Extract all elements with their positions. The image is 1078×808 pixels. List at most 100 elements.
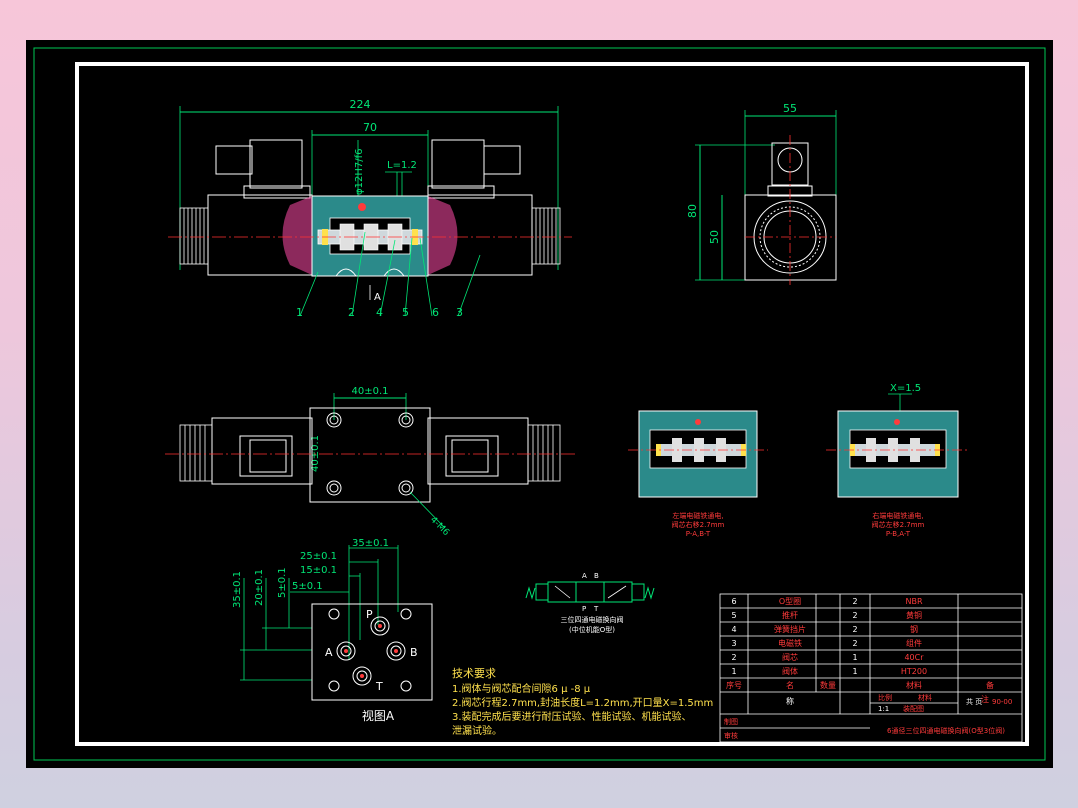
front-section-view: 224 70 φ12H7/f6 L=1.2 (168, 98, 572, 319)
symbol-port-t: T (593, 605, 599, 613)
bom-cell-no: 1 (731, 667, 736, 676)
tech-line-4: 泄漏试验。 (452, 724, 502, 737)
tb-code: 90-00 (992, 698, 1012, 706)
bom-cell-qty: 1 (852, 653, 857, 662)
symbol-port-p: P (582, 605, 586, 613)
dim-bolt-x: 40±0.1 (351, 386, 388, 397)
bill-of-materials (719, 593, 1023, 743)
outer-border (33, 47, 1046, 761)
technical-requirements: 技术要求 1.阀体与阀芯配合间隙6 μ -8 μ 2.阀芯行程2.7mm,封油长… (452, 667, 713, 737)
bom-cell-name: 弹簧挡片 (774, 624, 806, 634)
va-vdim-20: 20±0.1 (254, 569, 265, 606)
symbol-port-a: A (582, 572, 587, 580)
left-note-1: 左端电磁铁通电, (672, 511, 723, 520)
tb-drawn-by: 制图 (724, 717, 738, 726)
va-dim-5: 5±0.1 (292, 581, 323, 592)
section-label-a: A (374, 292, 381, 303)
bom-header: 序号 名 称 数量 材料 备 注 (726, 680, 994, 706)
drawing-canvas (26, 40, 1053, 768)
tech-heading: 技术要求 (452, 667, 496, 680)
va-vdim-35: 35±0.1 (232, 571, 243, 608)
bom-cell-name: 阀体 (782, 666, 798, 676)
right-note-2: 阀芯左移2.7mm (872, 520, 925, 529)
left-note-2: 阀芯右移2.7mm (672, 520, 725, 529)
balloon-2: 2 (348, 306, 355, 319)
symbol-label-1: 三位四通电磁换向阀 (561, 615, 624, 624)
left-note-3: P-A,B-T (686, 530, 711, 538)
port-p: P (366, 608, 373, 621)
port-a: A (325, 646, 333, 659)
bom-cell-no: 4 (731, 625, 736, 634)
balloon-1: 1 (296, 306, 303, 319)
tb-title: 6通径三位四通电磁换向阀(O型3位阀) (887, 726, 1005, 735)
bom-rows: 6 O型圈 2 NBR 5 推杆 2 黄铜 4 弹簧挡片 2 钢 3 电磁铁 2 组件 2 阀芯 1 40Cr 1 阀体 1… (731, 597, 927, 676)
tech-line-1: 1.阀体与阀芯配合间隙6 μ -8 μ (452, 682, 591, 695)
dim-bolt-y: 40±0.1 (310, 435, 321, 472)
view-a-caption: 视图A (362, 708, 395, 723)
dim-opening: X=1.5 (890, 383, 921, 394)
balloon-4: 4 (376, 306, 383, 319)
bom-cell-qty: 2 (852, 625, 857, 634)
dim-side-center: 50 (708, 230, 721, 244)
bom-cell-qty: 2 (852, 639, 857, 648)
symbol-label-2: (中位机能O型) (569, 625, 615, 634)
right-note-1: 右端电磁铁通电, (872, 511, 923, 520)
bom-cell-material: 黄铜 (906, 610, 922, 620)
tb-checked-by: 审核 (724, 731, 738, 740)
view-a: 35±0.1 25±0.1 15±0.1 5±0.1 35±0.1 20±0.1… (232, 538, 433, 723)
bom-cell-no: 5 (731, 611, 736, 620)
bom-h-name: 名 (786, 680, 794, 690)
tb-scale: 1:1 (878, 705, 889, 713)
dim-side-width: 55 (783, 102, 797, 115)
bom-cell-name: 推杆 (782, 610, 798, 620)
va-vdim-5: 5±0.1 (277, 567, 288, 598)
bom-h-material: 材料 (906, 680, 922, 690)
bom-cell-name: 电磁铁 (778, 638, 802, 648)
drawing-frame (75, 62, 1029, 746)
bom-cell-no: 6 (731, 597, 736, 606)
hydraulic-symbol: A B P T 三位四通电磁换向阀 (中位机能O型) (525, 572, 655, 634)
port-b: B (410, 646, 418, 659)
dim-body-length: 70 (363, 121, 377, 134)
bom-cell-qty: 2 (852, 597, 857, 606)
va-dim-25: 25±0.1 (300, 551, 337, 562)
bom-cell-material: HT200 (901, 667, 927, 676)
dim-side-height: 80 (686, 204, 699, 218)
bom-cell-name: O型圈 (779, 597, 801, 606)
tech-line-2: 2.阀芯行程2.7mm,封油长度L=1.2mm,开口量X=1.5mm (452, 696, 713, 709)
side-view: 55 80 50 (686, 102, 837, 285)
tb-sheet: 共 页 (966, 697, 982, 706)
va-dim-35: 35±0.1 (352, 538, 389, 549)
bom-cell-name: 阀芯 (782, 652, 798, 662)
bom-h-qty: 数量 (820, 680, 836, 690)
dim-total-length: 224 (350, 98, 371, 111)
bom-cell-material: NBR (905, 597, 922, 606)
tech-line-3: 3.装配完成后要进行耐压试验、性能试验、机能试验、 (452, 710, 692, 723)
bom-h-no: 序号 (726, 680, 742, 690)
dim-seal-length: L=1.2 (387, 160, 417, 171)
bom-h-note: 备 (986, 680, 994, 690)
section-left-energized: 左端电磁铁通电, 阀芯右移2.7mm P-A,B-T (628, 410, 768, 538)
balloon-5: 5 (402, 306, 409, 319)
bom-cell-material: 组件 (906, 638, 922, 648)
tb-material-label: 材料 (918, 693, 932, 702)
balloon-6: 6 (432, 306, 439, 319)
bom-h-note-2: 注 (981, 694, 989, 704)
bom-cell-qty: 1 (852, 667, 857, 676)
bom-cell-material: 40Cr (904, 653, 924, 662)
section-right-energized: X=1.5 右端电磁铁通电, 阀芯左移2.7mm P-B,A-T (826, 383, 968, 538)
bom-cell-qty: 2 (852, 611, 857, 620)
bom-h-name-2: 称 (786, 696, 794, 706)
bom-cell-no: 2 (731, 653, 736, 662)
dim-bore-fit: φ12H7/f6 (354, 149, 365, 195)
top-view: 40±0.1 40±0.1 4-M6 (165, 386, 575, 538)
tb-scale-label: 比例 (878, 693, 892, 702)
bom-cell-material: 钢 (910, 624, 918, 634)
symbol-port-b: B (594, 572, 599, 580)
title-block: 比例 材料 1:1 装配图 共 页 90-00 制图 审核 6通径三位四通电磁换… (724, 693, 1012, 740)
va-dim-15: 15±0.1 (300, 565, 337, 576)
right-note-3: P-B,A-T (886, 530, 911, 538)
balloon-3: 3 (456, 306, 463, 319)
bom-cell-no: 3 (731, 639, 736, 648)
tb-drawing-type: 装配图 (903, 704, 924, 713)
